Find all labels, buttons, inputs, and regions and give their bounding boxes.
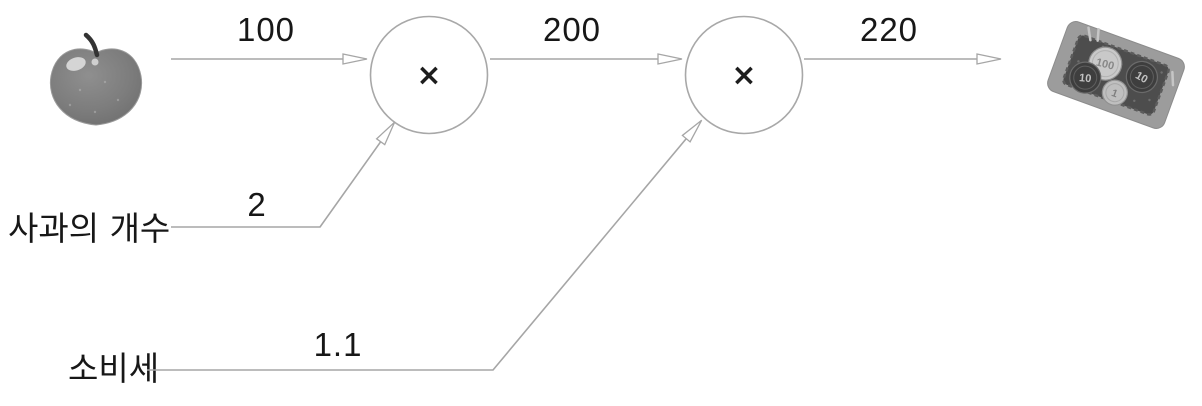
consumption-tax-value: 1.1 [314, 326, 363, 363]
multiply-operator-1: × [416, 58, 441, 93]
apple-count-label: 사과의 개수 [8, 209, 170, 248]
coin-1-label: 1 [1110, 87, 1120, 100]
coin-10-right-label: 10 [1133, 70, 1150, 87]
apple-highlight-dot [91, 58, 99, 66]
multiply-node-2-circle [684, 15, 804, 135]
arrow-consumption-tax-to-multiply2 [147, 119, 703, 371]
edge-label-total: 220 [860, 11, 918, 48]
coin-10-left: 10 [1069, 61, 1102, 94]
consumption-tax-label: 소비세 [68, 349, 159, 388]
coin-1: 1 [1101, 79, 1128, 106]
apple-highlight [66, 57, 86, 71]
edge-label-subtotal: 200 [543, 11, 601, 48]
apple-illustration [49, 32, 143, 126]
coin-100-label: 100 [1095, 57, 1116, 73]
apple-count-value: 2 [247, 186, 266, 223]
multiply-node-2: × [684, 15, 804, 135]
coin-10-right: 10 [1125, 60, 1158, 94]
apple-stem [83, 32, 100, 58]
multiply-operator-2: × [731, 58, 756, 93]
edge-label-price: 100 [237, 11, 295, 48]
coin-10-left-label: 10 [1078, 72, 1091, 85]
coin-tray-shine-marks [1087, 26, 1175, 87]
apple-speckles [68, 80, 120, 114]
multiply-node-1-circle [369, 15, 489, 135]
multiply-node-1: × [369, 15, 489, 135]
arrow-apple-count-to-multiply1 [171, 121, 396, 228]
coin-tray-illustration: 100 10 10 1 [1047, 21, 1185, 129]
